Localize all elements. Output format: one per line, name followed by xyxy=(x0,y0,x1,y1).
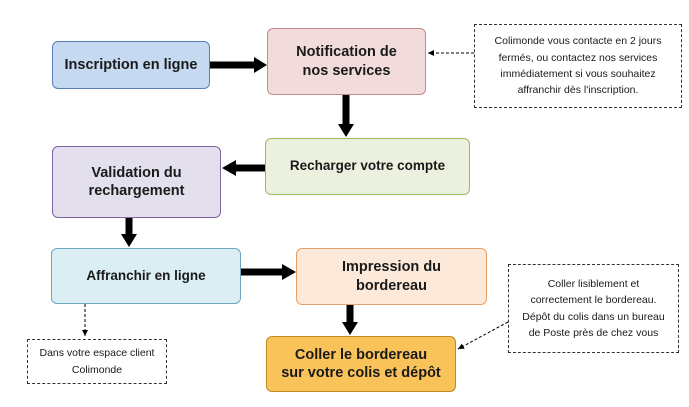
step-validation: Validation du rechargement xyxy=(52,146,221,218)
arrow-inscription-to-notification xyxy=(210,57,267,73)
arrow-recharger-to-validation xyxy=(222,160,265,176)
arrow-notification-to-recharger xyxy=(338,95,354,137)
arrow-validation-to-affranchir xyxy=(121,218,137,247)
step-affranchir: Affranchir en ligne xyxy=(51,248,241,304)
note-connector-depot xyxy=(457,321,509,350)
note-contact: Colimonde vous contacte en 2 jours fermé… xyxy=(474,24,682,108)
note-espace-client: Dans votre espace client Colimonde xyxy=(27,339,167,384)
arrow-impression-to-coller xyxy=(342,305,358,335)
step-inscription: Inscription en ligne xyxy=(52,41,210,89)
note-depot: Coller lisiblement et correctement le bo… xyxy=(508,264,679,353)
step-recharger: Recharger votre compte xyxy=(265,138,470,195)
step-coller: Coller le bordereau sur votre colis et d… xyxy=(266,336,456,392)
arrow-affranchir-to-impression xyxy=(241,264,296,280)
step-impression: Impression du bordereau xyxy=(296,248,487,305)
step-notification: Notification de nos services xyxy=(267,28,426,95)
